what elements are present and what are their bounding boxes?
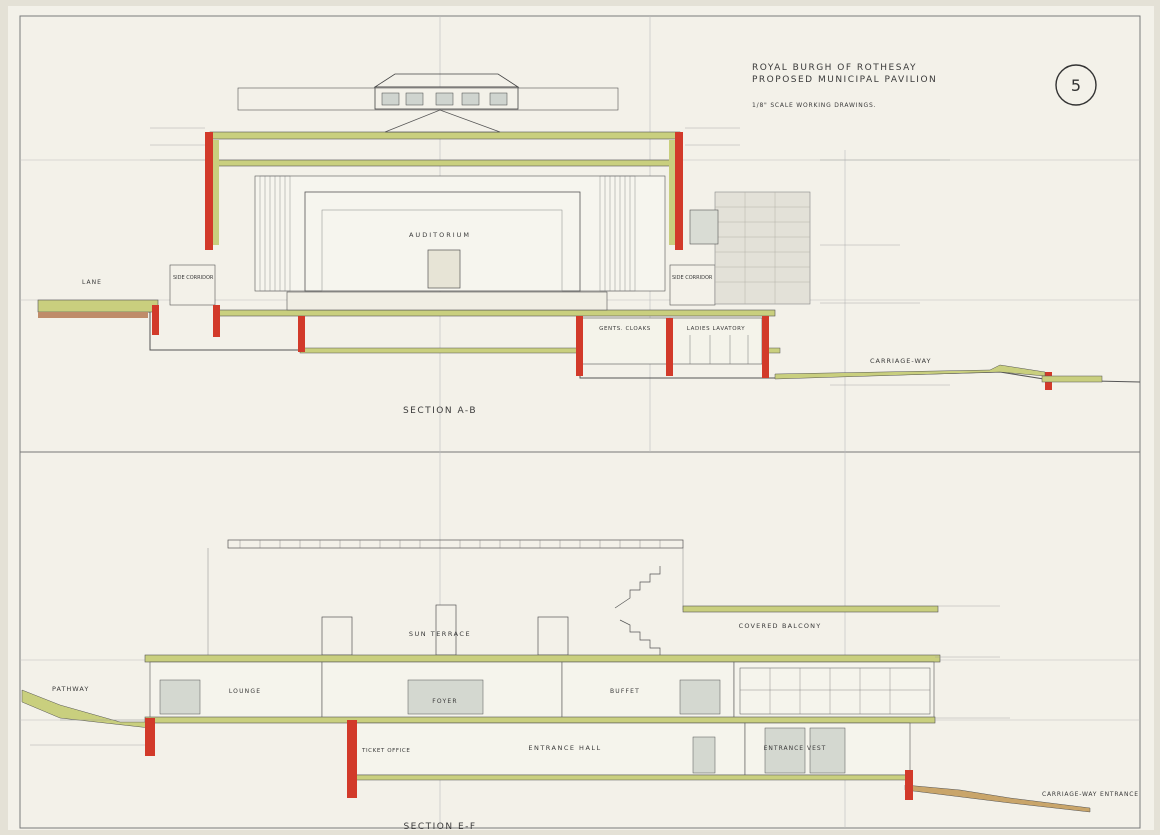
ab-upper-parapet [237,87,619,111]
ab-ladies-lavatory-room [669,317,763,365]
ef-stair-lower-flight [619,619,661,656]
ab-lantern-windows [381,92,508,106]
scale-note: 1/8" SCALE WORKING DRAWINGS. [752,102,876,109]
ef-ground-slab [354,774,911,781]
ef-top-parapet [227,539,684,549]
title-block: ROYAL BURGH OF ROTHESAY PROPOSED MUNICIP… [752,63,1097,109]
ab-pediment [384,109,501,133]
ef-terrace-slab [144,654,941,663]
ab-left-wall-upper [213,140,219,245]
ab-stone-block [714,191,811,305]
ef-parapet-balusters [239,540,661,548]
title-line-1: ROYAL BURGH OF ROTHESAY [752,63,917,73]
ef-carriage-way-slope [904,784,1091,813]
ab-ground-line [38,311,1141,383]
ab-roof-slab [209,131,681,140]
ab-lane-foundation [38,312,148,318]
ab-ladies-lavatory-label: LADIES LAVATORY [687,326,745,332]
ab-auditorium-label: AUDITORIUM [409,231,471,239]
ab-lane-wall [37,299,159,313]
ef-sun-terrace-label: SUN TERRACE [409,630,471,638]
ef-entrance-hall-label: ENTRANCE HALL [528,744,601,752]
ab-ceiling-slab [209,159,681,167]
ab-side-panels [259,175,636,292]
ab-stone-coursing [715,192,810,304]
sheet-border [19,15,1141,829]
ef-entrance-vest-label: ENTRANCE VEST [764,745,827,752]
ab-proscenium-inner [321,209,563,292]
ab-carriage-way-slab [774,364,1046,380]
ab-stage-floor [214,309,776,317]
title-line-2: PROPOSED MUNICIPAL PAVILION [752,75,937,85]
section-ab-drawing: AUDITORIUM SIDE CORRIDOR SIDE CORRIDOR G… [37,73,1141,416]
ef-buffet-label: BUFFET [610,688,640,695]
ab-gents-cloaks-label: GENTS. CLOAKS [599,326,651,332]
ef-terrace-kiosks [321,604,569,656]
ef-carriage-way-entrance-label: CARRIAGE-WAY ENTRANCE [1042,791,1139,798]
ab-left-brick-wall [205,132,213,250]
ab-boundary-wall-right [1041,375,1103,383]
ab-stage-platform [286,291,608,311]
ef-balcony-roof [682,605,939,613]
sheet-number-circle [1055,64,1097,106]
ab-stone-window [689,209,719,245]
ef-pathway-label: PATHWAY [52,685,89,693]
ef-covered-balcony-label: COVERED BALCONY [739,622,822,630]
ab-right-wall-upper [669,140,675,245]
ef-entrance-doors [692,727,846,774]
ab-lane-label: LANE [82,279,102,286]
ab-gents-cloaks-room [579,317,671,365]
ef-foyer-label: FOYER [432,698,457,705]
ef-annotation-leaders [30,605,1010,746]
ab-right-brick-wall [675,132,683,250]
ef-windows [159,667,931,715]
ef-balcony-mullions [740,668,930,714]
sheet-number: 5 [1071,76,1081,95]
ef-external-stair [614,566,661,609]
ef-lounge-label: LOUNGE [229,688,261,695]
ab-side-corridor-right-room [669,264,716,306]
section-ef-drawing: COVERED BALCONY SUN TERRACE LOUNGE FOYER… [21,539,1139,832]
ef-section-caption: SECTION E-F [403,822,476,832]
ab-side-corridor-left-room [169,264,216,306]
ef-first-floor-slab [144,716,936,724]
ef-ticket-office-label: TICKET OFFICE [361,748,410,754]
ab-annotation-leaders [150,127,950,386]
ef-entrance-hall-room [354,722,746,776]
ab-section-caption: SECTION A-B [403,406,477,416]
ab-lavatory-partitions [689,335,749,364]
ab-carriage-way-label: CARRIAGE-WAY [870,357,931,365]
ef-brick-piers [145,718,913,800]
ab-stage-door [427,249,461,289]
ab-side-corridor-right-label: SIDE CORRIDOR [672,275,713,281]
ab-side-corridor-left-label: SIDE CORRIDOR [173,275,214,281]
